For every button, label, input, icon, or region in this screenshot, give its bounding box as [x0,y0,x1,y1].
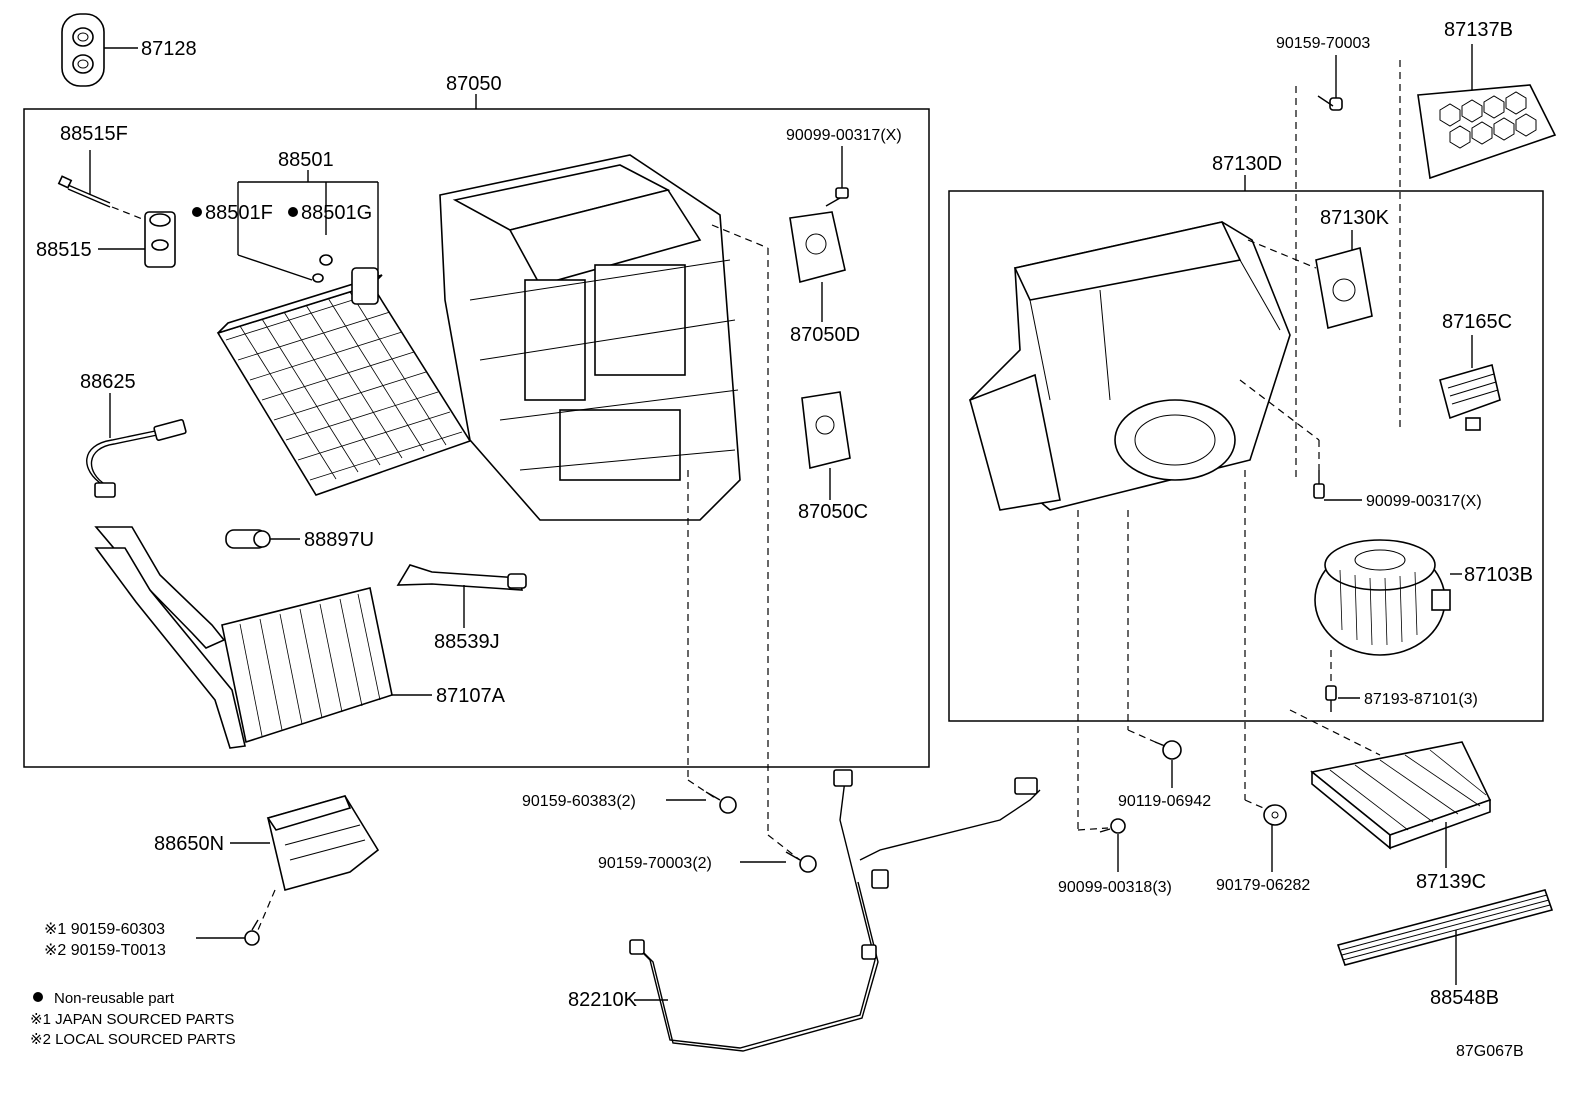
evaporator-core[interactable] [216,267,472,496]
label-90159-60303: ※1 90159-60303 [44,921,165,938]
label-88650N: 88650N [154,833,224,855]
label-90159-70003-2: 90159-70003(2) [598,855,712,872]
label-87103B: 87103B [1464,564,1533,586]
screw-87193-87101[interactable] [1325,685,1337,712]
label-90179-06282: 90179-06282 [1216,877,1310,894]
dash-87130K [1247,239,1317,269]
screw-90159-60383[interactable] [705,791,737,814]
leader-88501-bracket [237,170,379,281]
air-filter-87139C[interactable] [1310,741,1492,850]
legend-local-sourced: ※2 LOCAL SOURCED PARTS [30,1031,236,1048]
dash-housing-70003-b [767,834,801,861]
clip-88897U[interactable] [225,529,271,549]
label-88515: 88515 [36,239,92,261]
wire-harness-82210K[interactable] [629,769,1041,1052]
blower-housing-87130D[interactable] [969,221,1291,511]
servo-motor-87050D[interactable] [789,211,846,284]
label-88548B: 88548B [1430,987,1499,1009]
label-82210K: 82210K [568,989,638,1011]
expansion-valve-88515[interactable] [144,211,176,268]
control-unit-88650N[interactable] [266,795,380,891]
blower-unit-frame [948,190,1544,722]
legend-japan-sourced: ※1 JAPAN SOURCED PARTS [30,1011,234,1028]
label-87050D: 87050D [790,324,860,346]
screw-90099-00317-top[interactable] [825,187,849,207]
nonreusable-dot-88501F [192,207,202,217]
legend-dot-icon [33,992,43,1002]
label-87130K: 87130K [1320,207,1390,229]
label-90119-06942: 90119-06942 [1118,793,1211,810]
dash-00317-right [1239,379,1320,441]
legend-nonreusable: Non-reusable part [54,990,175,1007]
screw-90159-70003-top[interactable] [1317,95,1343,111]
bolt-88515F[interactable] [57,175,111,208]
dash-00318-b [1077,827,1109,831]
servo-motor-87050C[interactable] [801,391,851,469]
screw-90159-70003-2[interactable] [785,851,817,873]
dash-88650N [257,889,276,931]
dash-87139C [1289,709,1381,756]
label-90159-60383: 90159-60383(2) [522,793,636,810]
label-90099-00317-right: 90099-00317(X) [1366,493,1482,510]
label-87107A: 87107A [436,685,506,707]
label-87137B: 87137B [1444,19,1513,41]
grommet-87128[interactable] [61,13,105,87]
label-90099-00317-top: 90099-00317(X) [786,127,902,144]
heater-core-87107A[interactable] [94,526,393,749]
servo-motor-87130K[interactable] [1315,246,1373,330]
screw-90119-06942[interactable] [1154,740,1182,760]
label-88501G: 88501G [301,202,372,224]
label-88515F: 88515F [60,123,128,145]
screw-90099-00317-right[interactable] [1313,470,1325,499]
label-88625: 88625 [80,371,136,393]
o-rings-88501[interactable] [312,254,333,283]
thermistor-88625[interactable] [86,419,187,498]
filter-strip-88548B[interactable] [1336,889,1554,966]
label-87128: 87128 [141,38,197,60]
label-88539J: 88539J [434,631,500,653]
label-87193-87101: 87193-87101(3) [1364,691,1478,708]
label-90159-70003-top: 90159-70003 [1276,35,1370,52]
label-88501F: 88501F [205,202,273,224]
dash-88515F [111,206,151,223]
label-88897U: 88897U [304,529,374,551]
dash-housing-70003-c [711,224,769,249]
diagram-code: 87G067B [1456,1043,1524,1060]
screw-90099-00318[interactable] [1099,818,1126,834]
label-90159-T0013: ※2 90159-T0013 [44,942,166,959]
label-87130D: 87130D [1212,153,1282,175]
nonreusable-dot-88501G [288,207,298,217]
clip-90179-06282[interactable] [1263,804,1287,826]
label-87139C: 87139C [1416,871,1486,893]
dash-06282-b [1244,799,1269,811]
label-88501: 88501 [278,149,334,171]
label-87050: 87050 [446,73,502,95]
hose-88539J[interactable] [396,564,527,591]
screw-90159-60303[interactable] [244,919,260,946]
blower-resistor-87165C[interactable] [1439,363,1501,431]
label-87165C: 87165C [1442,311,1512,333]
heater-housing-87050[interactable] [439,154,741,521]
label-90099-00318: 90099-00318(3) [1058,879,1172,896]
label-87050C: 87050C [798,501,868,523]
blower-motor-87103B[interactable] [1314,539,1451,656]
filter-cover-87137B[interactable] [1417,84,1557,180]
